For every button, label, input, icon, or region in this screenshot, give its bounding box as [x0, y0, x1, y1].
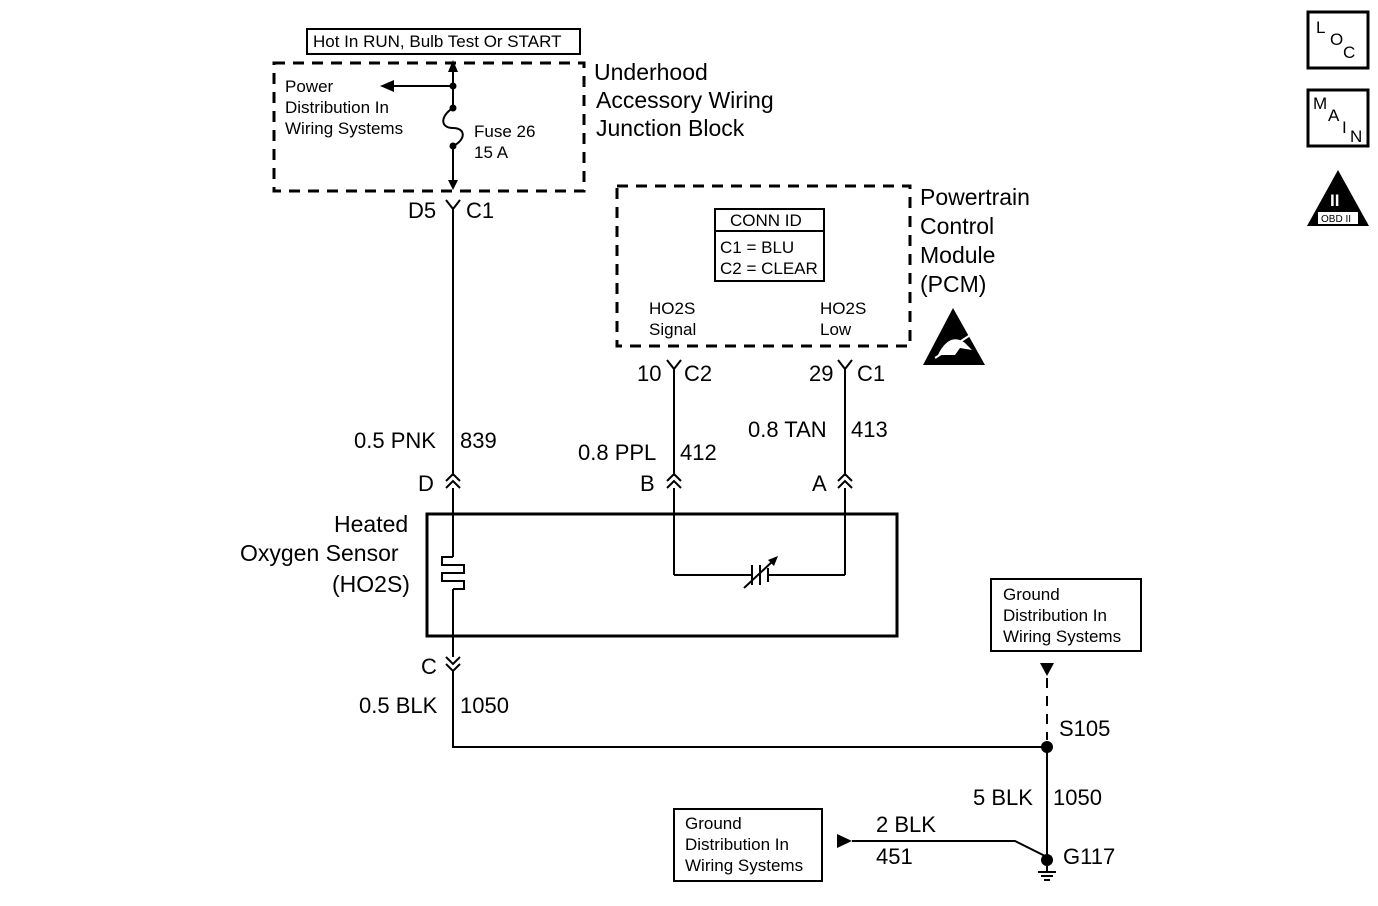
ground-dist-box-2	[673, 808, 823, 882]
connector-10-c2-icon	[666, 359, 682, 371]
sensor-name-3: (HO2S)	[332, 571, 410, 597]
pcm-name-2: Control	[920, 213, 994, 239]
wire-2blk-label: 2 BLK	[876, 812, 936, 837]
conn-id-title: CONN ID	[730, 211, 802, 230]
main-letter-a: A	[1328, 106, 1340, 125]
junction-block-name-3: Junction Block	[596, 115, 745, 141]
connector-c-icon	[445, 656, 461, 673]
loc-letter-c: C	[1343, 43, 1355, 62]
pcm-name-3: Module	[920, 242, 995, 268]
ground-dist2-2: Distribution In	[685, 835, 789, 854]
sensor-pin-d: D	[418, 471, 434, 496]
ground-dist-box-1	[990, 578, 1142, 652]
conn-id-c2: C2 = CLEAR	[720, 259, 818, 278]
wire-pnk-circuit: 839	[460, 428, 497, 453]
wire-451-2blk	[852, 840, 1048, 858]
junction-connector: C1	[466, 198, 494, 223]
ground-point-label: G117	[1063, 844, 1115, 869]
main-letter-i: I	[1342, 118, 1347, 137]
main-icon[interactable]: M A I N	[1306, 88, 1370, 148]
pcm-low-conn: C1	[857, 361, 885, 386]
pcm-low-2: Low	[820, 320, 852, 339]
connector-a-icon	[837, 472, 853, 489]
sensor-name-1: Heated	[334, 511, 408, 537]
sensor-name-2: Oxygen Sensor	[240, 540, 399, 566]
sensor-pin-a: A	[812, 471, 827, 496]
power-dist-1: Power	[285, 77, 334, 96]
junction-pin: D5	[408, 198, 436, 223]
connector-b-icon	[666, 472, 682, 489]
conn-id-box	[714, 208, 825, 282]
main-letter-m: M	[1313, 94, 1327, 113]
connector-29-c1-icon	[837, 359, 853, 371]
ground-dist2-3: Wiring Systems	[685, 856, 803, 875]
wire-tan-label: 0.8 TAN	[748, 417, 827, 442]
ground-dist2-1: Ground	[685, 814, 742, 833]
esd-warning-icon	[923, 308, 985, 365]
fuse-icon	[442, 86, 464, 190]
wire-blk-circuit: 1050	[460, 693, 509, 718]
obd-label: OBD II	[1321, 214, 1351, 225]
loc-letter-o: O	[1330, 30, 1343, 49]
loc-icon[interactable]: L O C	[1306, 10, 1370, 70]
ground-dist1-2: Distribution In	[1003, 606, 1107, 625]
wire-2blk-circuit: 451	[876, 844, 913, 869]
fuse-label-2: 15 A	[474, 143, 509, 162]
ground-dist1-1: Ground	[1003, 585, 1060, 604]
pcm-name-4: (PCM)	[920, 271, 986, 297]
obd-roman: II	[1330, 191, 1339, 210]
hot-label-box	[306, 28, 581, 55]
pcm-outline	[615, 184, 912, 348]
wire-5blk-label: 5 BLK	[973, 785, 1033, 810]
power-feed-arrow	[380, 60, 458, 92]
pcm-low-pin: 29	[809, 361, 833, 386]
pcm-signal-1: HO2S	[649, 299, 695, 318]
hot-label: Hot In RUN, Bulb Test Or START	[313, 32, 561, 51]
heater-element-icon	[441, 488, 465, 657]
pcm-signal-pin: 10	[637, 361, 661, 386]
sensor-pin-b: B	[640, 471, 655, 496]
ground-symbol-icon	[1038, 854, 1056, 881]
variable-resistor-icon	[674, 556, 845, 589]
splice-label: S105	[1059, 716, 1110, 741]
junction-block-name-2: Accessory Wiring	[596, 87, 774, 113]
wire-tan-circuit: 413	[851, 417, 888, 442]
sensor-box	[425, 512, 899, 638]
pcm-signal-conn: C2	[684, 361, 712, 386]
power-dist-2: Distribution In	[285, 98, 389, 117]
ground-dist1-3: Wiring Systems	[1003, 627, 1121, 646]
wire-ppl-label: 0.8 PPL	[578, 440, 656, 465]
connector-d-icon	[445, 472, 461, 489]
junction-block-name-1: Underhood	[594, 59, 708, 85]
power-dist-3: Wiring Systems	[285, 119, 403, 138]
connector-d5-icon	[445, 199, 461, 211]
wire-pnk-label: 0.5 PNK	[354, 428, 436, 453]
wire-blk-label: 0.5 BLK	[359, 693, 438, 718]
obd2-icon[interactable]: II OBD II	[1307, 170, 1369, 226]
fuse-label-1: Fuse 26	[474, 122, 535, 141]
wire-5blk-circuit: 1050	[1053, 785, 1102, 810]
pcm-name-1: Powertrain	[920, 184, 1030, 210]
ground-dist2-arrow-icon	[837, 834, 852, 848]
pcm-signal-2: Signal	[649, 320, 696, 339]
pcm-low-1: HO2S	[820, 299, 866, 318]
loc-letter-l: L	[1316, 18, 1325, 37]
wire-ppl-circuit: 412	[680, 440, 717, 465]
junction-block-outline	[272, 61, 586, 193]
ground-dist1-arrow-icon	[1040, 663, 1054, 676]
wire-1050-blk	[452, 671, 1047, 748]
sensor-pin-c: C	[421, 654, 437, 679]
conn-id-c1: C1 = BLU	[720, 238, 794, 257]
main-letter-n: N	[1350, 127, 1362, 146]
